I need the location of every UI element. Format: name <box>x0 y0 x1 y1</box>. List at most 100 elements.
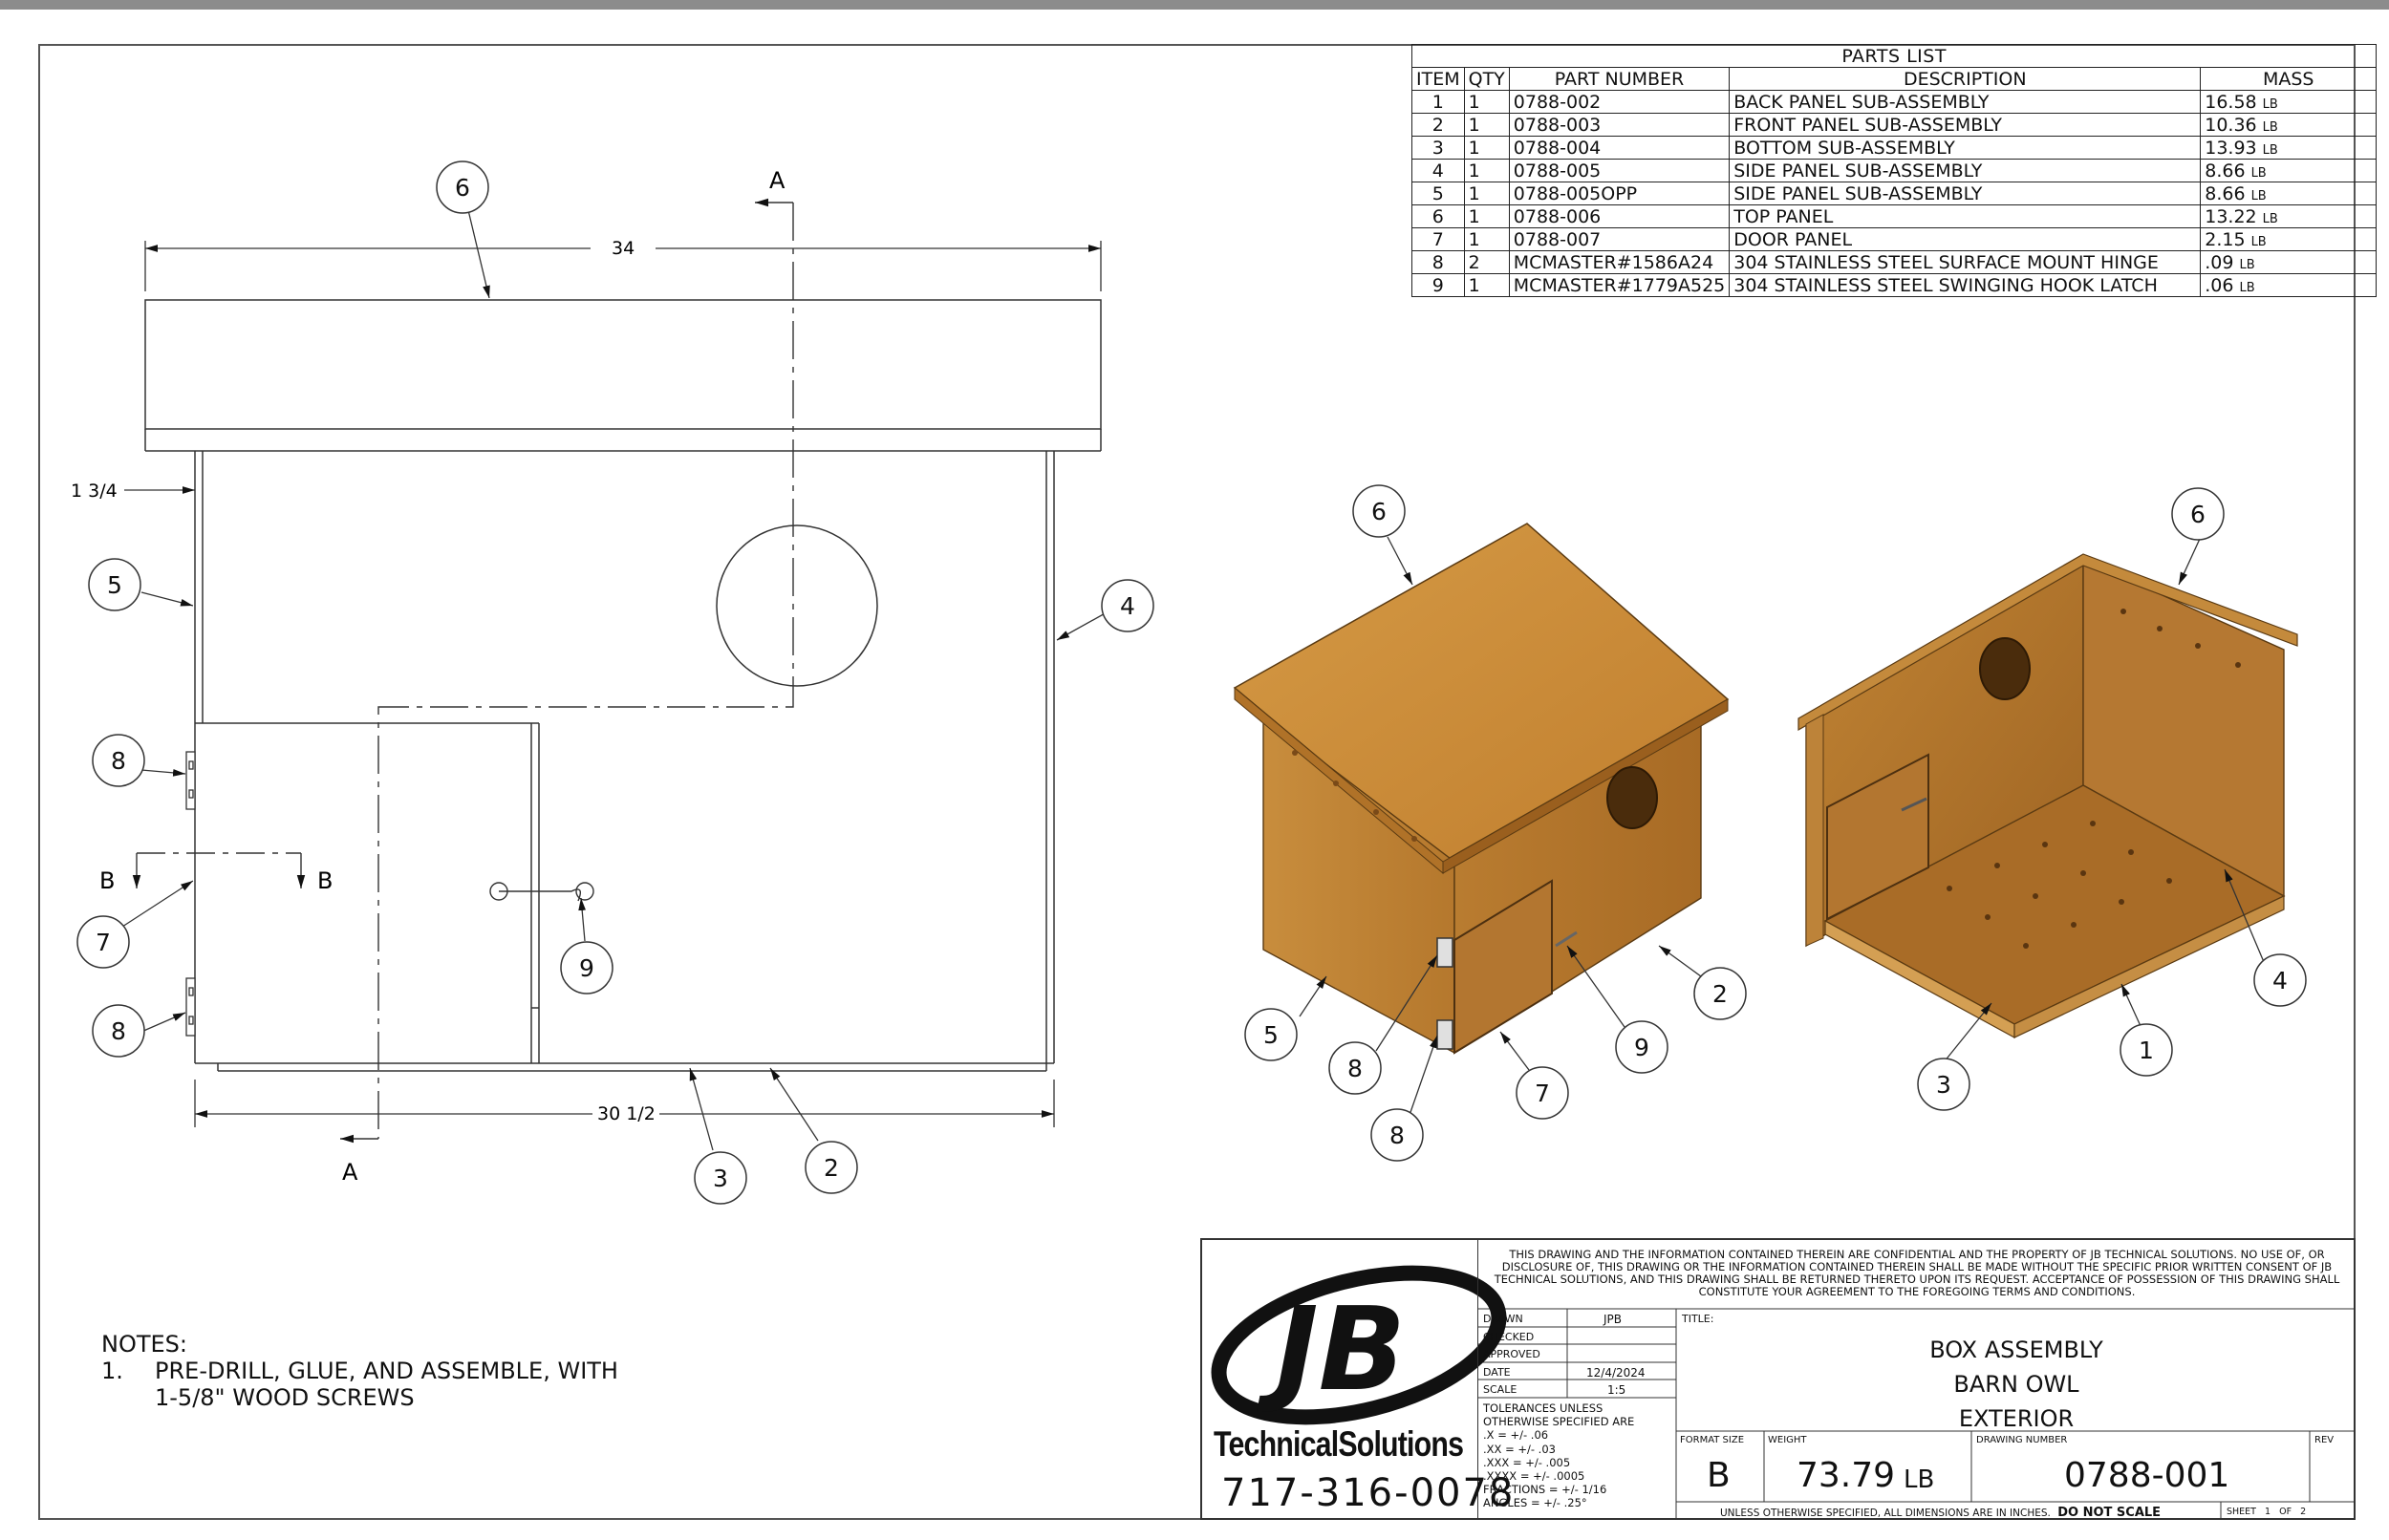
exterior-balloon-label: 7 <box>1535 1080 1550 1107</box>
drawing-sheet-border <box>38 44 2356 1520</box>
mass-value: 13.22 <box>2205 205 2257 227</box>
front-balloon-circle <box>92 1004 145 1058</box>
section-line-a <box>340 198 794 1144</box>
front-balloon-label: 2 <box>824 1154 839 1182</box>
mass-unit: LB <box>2239 280 2255 295</box>
approved-label: APPROVED <box>1483 1348 1540 1360</box>
tolerance-line: TOLERANCES UNLESS <box>1483 1401 1603 1415</box>
cell-mass: 13.93 LB <box>2200 136 2378 160</box>
interior-balloon-circle <box>2171 487 2225 541</box>
dim-width-top: 34 <box>612 238 635 259</box>
mass-value: .06 <box>2205 274 2234 296</box>
dim-width-bottom: 30 1/2 <box>597 1103 656 1124</box>
jb-logo: JB <box>1211 1265 1507 1425</box>
mass-unit: LB <box>2262 142 2278 158</box>
tolerance-line: .XXX = +/- .005 <box>1483 1455 1571 1469</box>
drawn-value: JPB <box>1603 1313 1623 1326</box>
tolerance-line: .XXXX = +/- .0005 <box>1483 1469 1585 1484</box>
confidential-notice: THIS DRAWING AND THE INFORMATION CONTAIN… <box>1494 1248 2340 1298</box>
front-balloon-circle <box>92 734 145 787</box>
drawing-number-value: 0788-001 <box>2064 1456 2230 1495</box>
weight-unit: LB <box>1904 1465 1935 1494</box>
cell-qty: 1 <box>1463 90 1510 114</box>
cell-qty: 1 <box>1463 227 1510 251</box>
drawing-title: BOX ASSEMBLY BARN OWL EXTERIOR <box>1682 1333 2351 1436</box>
mass-unit: LB <box>2262 119 2278 135</box>
notes-block: NOTES: 1. PRE-DRILL, GLUE, AND ASSEMBLE,… <box>101 1331 618 1411</box>
front-hook-latch <box>489 882 594 902</box>
front-balloon-label: 5 <box>107 571 122 599</box>
mass-unit: LB <box>2250 188 2267 203</box>
tolerance-line: ANGLES = +/- .25° <box>1483 1496 1587 1510</box>
front-balloon-label: 8 <box>111 747 126 775</box>
front-balloon-circle <box>1101 579 1154 632</box>
date-label: DATE <box>1483 1366 1511 1379</box>
exterior-balloon-label: 2 <box>1712 980 1728 1008</box>
interior-balloon-label: 6 <box>2190 501 2206 528</box>
brand-name: TechnicalSolutions <box>1214 1424 1464 1464</box>
mass-unit: LB <box>2262 96 2278 112</box>
scale-label: SCALE <box>1483 1383 1517 1396</box>
mass-unit: LB <box>2262 211 2278 226</box>
front-balloon-label: 3 <box>713 1165 728 1192</box>
cell-item: 3 <box>1411 136 1465 160</box>
mass-value: 13.93 <box>2205 137 2257 159</box>
cell-qty: 1 <box>1463 273 1510 297</box>
section-b-label-left: B <box>99 867 115 894</box>
exterior-balloon-circle <box>1370 1108 1424 1162</box>
iso-leaders <box>1299 536 2268 1119</box>
exterior-balloon-circle <box>1516 1066 1569 1120</box>
cell-description: 304 STAINLESS STEEL SWINGING HOOK LATCH <box>1729 273 2202 297</box>
title-line-1: BOX ASSEMBLY <box>1929 1337 2103 1363</box>
format-size-value: B <box>1707 1456 1731 1495</box>
header-part-number: PART NUMBER <box>1508 67 1731 91</box>
mass-value: 2.15 <box>2205 228 2246 250</box>
note-number: 1. <box>101 1358 123 1384</box>
section-a-label-bottom: A <box>342 1159 358 1186</box>
front-balloon-circle <box>694 1151 747 1205</box>
cell-item: 4 <box>1411 159 1465 182</box>
note-text-line1: PRE-DRILL, GLUE, AND ASSEMBLE, WITH <box>155 1358 618 1384</box>
section-b-label-right: B <box>317 867 333 894</box>
front-balloon-circle <box>560 941 613 995</box>
do-not-scale: DO NOT SCALE <box>2057 1506 2162 1520</box>
front-balloon-circle <box>88 558 141 611</box>
cell-item: 1 <box>1411 90 1465 114</box>
front-balloon-label: 6 <box>455 174 470 202</box>
cell-part-number: 0788-003 <box>1508 113 1731 137</box>
mass-value: 16.58 <box>2205 91 2257 113</box>
interior-balloon-circle <box>2120 1023 2173 1077</box>
section-a-label-top: A <box>769 167 786 194</box>
footer-note-text: UNLESS OTHERWISE SPECIFIED, ALL DIMENSIO… <box>1720 1508 2051 1519</box>
top-panel-outline <box>144 299 1102 430</box>
cell-item: 9 <box>1411 273 1465 297</box>
cell-qty: 1 <box>1463 182 1510 205</box>
mass-value: 10.36 <box>2205 114 2257 136</box>
window-top-bar <box>0 0 2389 10</box>
tolerance-line: FRACTIONS = +/- 1/16 <box>1483 1483 1607 1497</box>
section-line-b <box>132 852 306 888</box>
title-block-divider <box>1477 1238 1478 1520</box>
cell-description: 304 STAINLESS STEEL SURFACE MOUNT HINGE <box>1729 250 2202 274</box>
front-balloon-circle <box>76 915 130 969</box>
front-leaders <box>121 209 1109 1151</box>
header-qty: QTY <box>1463 67 1510 91</box>
cell-description: DOOR PANEL <box>1729 227 2202 251</box>
mass-unit: LB <box>2239 257 2255 272</box>
exterior-balloon-circle <box>1615 1020 1668 1074</box>
interior-balloon-label: 4 <box>2272 967 2288 995</box>
parts-list-table: PARTS LIST ITEM QTY PART NUMBER DESCRIPT… <box>1410 44 2378 297</box>
front-view <box>144 299 1102 1072</box>
note-item-1: 1. PRE-DRILL, GLUE, AND ASSEMBLE, WITH 1… <box>101 1358 618 1411</box>
drawing-number-label: DRAWING NUMBER <box>1976 1435 2068 1445</box>
front-balloon-label: 8 <box>111 1017 126 1045</box>
cell-part-number: 0788-006 <box>1508 204 1731 228</box>
front-balloon-circle <box>805 1141 858 1194</box>
cell-description: BACK PANEL SUB-ASSEMBLY <box>1729 90 2202 114</box>
